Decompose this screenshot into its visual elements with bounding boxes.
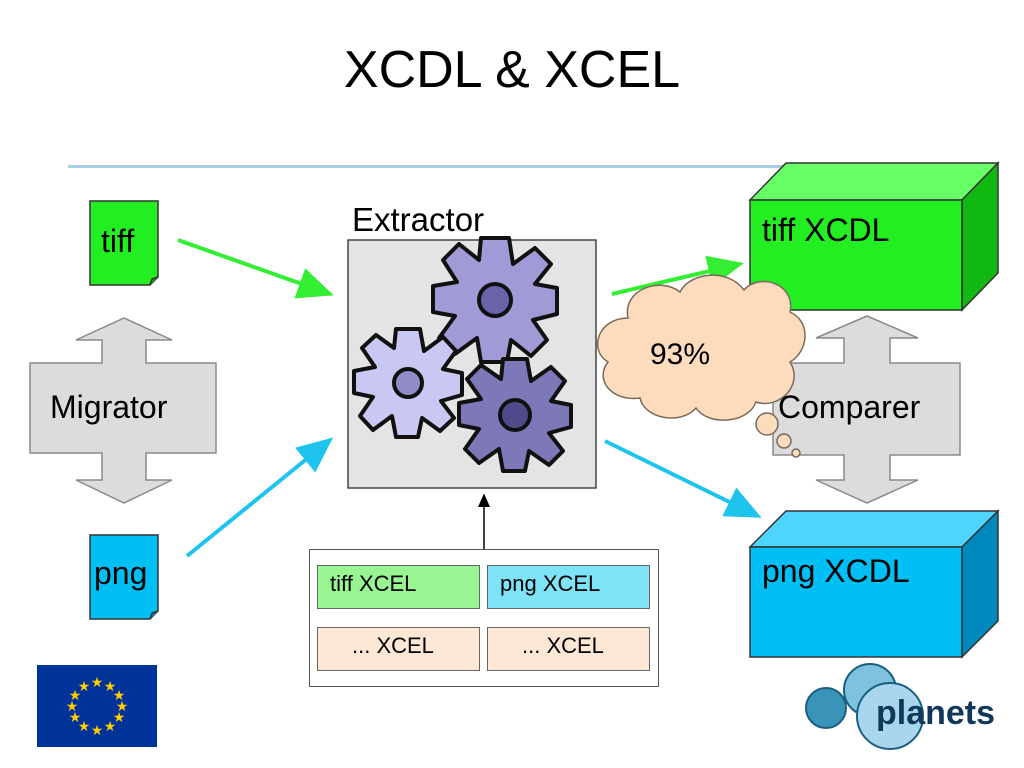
eu-flag-logo: ★ ★ ★ ★ ★ ★ ★ ★ ★ ★ ★ ★ <box>37 665 157 747</box>
svg-text:★: ★ <box>113 710 126 726</box>
svg-text:★: ★ <box>113 688 126 704</box>
tiff-to-extractor-arrow <box>177 238 334 299</box>
planets-logo-text: planets <box>876 694 996 732</box>
tiff-xcdl-label: tiff XCDL <box>762 212 890 248</box>
png-xcdl-cube <box>748 509 1000 659</box>
svg-text:★: ★ <box>91 723 104 739</box>
png-xcdl-label: png XCDL <box>762 553 910 589</box>
other-xcel-module-1: ... XCEL <box>317 627 480 671</box>
comparer-double-arrow <box>772 315 961 504</box>
extractor-to-tiff-xcdl-arrow <box>611 255 744 296</box>
slide-title: XCDL & XCEL <box>343 41 681 99</box>
svg-text:★: ★ <box>104 679 117 695</box>
comparer-label: Comparer <box>778 389 921 425</box>
png-file-label: png <box>94 555 148 591</box>
svg-text:★: ★ <box>91 675 104 691</box>
svg-text:★: ★ <box>116 699 129 715</box>
tiff-xcel-module: tiff XCEL <box>317 565 480 609</box>
gears-icon <box>352 236 573 473</box>
xcel-modules-panel: tiff XCEL png XCEL ... XCEL ... XCEL <box>309 549 659 687</box>
png-to-extractor-arrow <box>185 437 334 558</box>
tiff-file-icon <box>89 200 159 286</box>
png-file-icon <box>89 534 159 620</box>
title-divider <box>68 165 808 168</box>
migrator-double-arrow <box>29 317 217 504</box>
svg-text:★: ★ <box>66 699 79 715</box>
tiff-file-label: tiff <box>101 223 135 259</box>
svg-text:★: ★ <box>78 719 91 735</box>
svg-text:★: ★ <box>69 688 82 704</box>
png-xcel-module: png XCEL <box>487 565 650 609</box>
other-xcel-module-2: ... XCEL <box>487 627 650 671</box>
svg-text:★: ★ <box>78 679 91 695</box>
similarity-cloud <box>597 274 806 458</box>
extractor-label: Extractor <box>352 201 485 238</box>
migrator-label: Migrator <box>50 389 168 425</box>
planets-logo <box>805 663 924 750</box>
svg-text:★: ★ <box>104 719 117 735</box>
extractor-to-png-xcdl-arrow <box>604 439 762 518</box>
similarity-value: 93% <box>650 338 711 371</box>
svg-text:★: ★ <box>69 710 82 726</box>
